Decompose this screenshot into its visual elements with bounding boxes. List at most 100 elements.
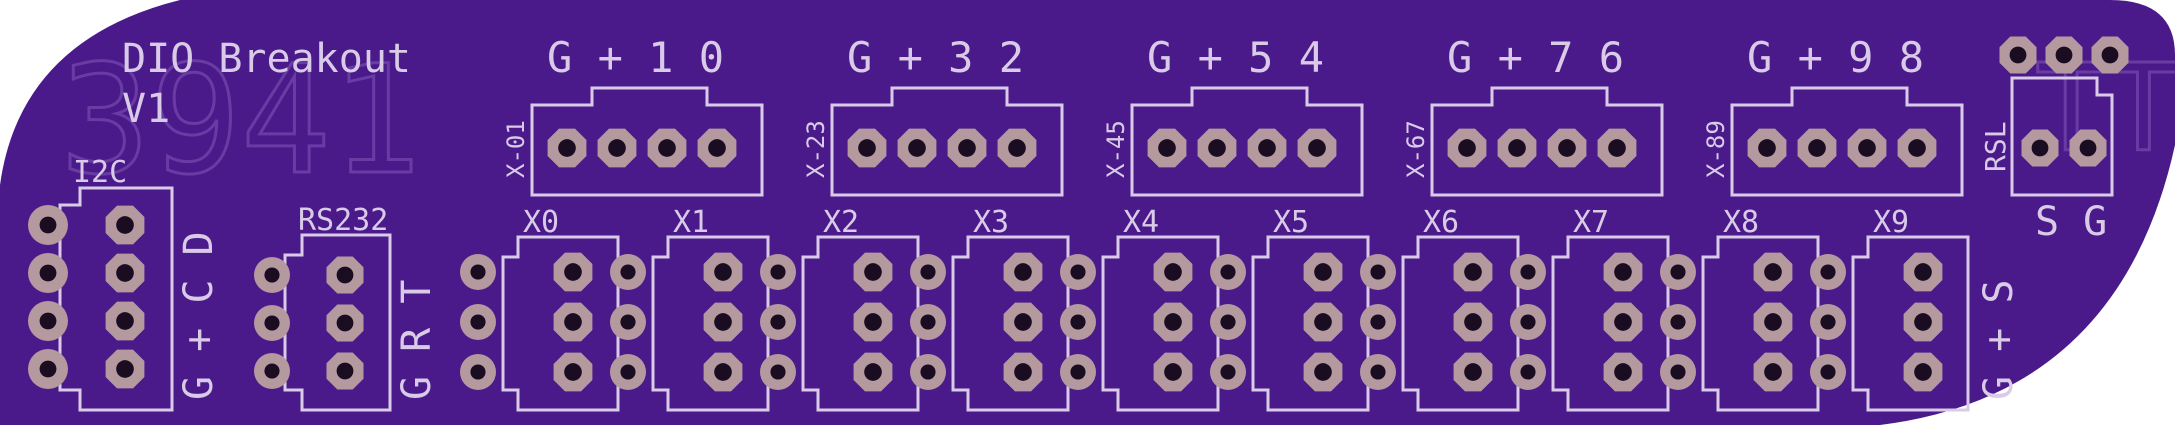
pad-drill — [39, 264, 57, 282]
pad — [610, 304, 646, 340]
channel-connector: X0 — [460, 205, 620, 412]
pad-drill — [1914, 263, 1932, 281]
pad — [597, 128, 637, 168]
pad — [703, 352, 743, 392]
pad-drill — [770, 314, 786, 330]
pad-drill — [1614, 363, 1632, 381]
channel-outline — [951, 235, 1070, 412]
pad — [697, 128, 737, 168]
pad-drill — [1070, 314, 1086, 330]
header-outline — [1730, 86, 1964, 197]
pad — [1847, 128, 1887, 168]
pad — [610, 354, 646, 390]
pad — [1903, 302, 1943, 342]
i2c-connector: I2C G + C D — [58, 155, 222, 412]
pad-drill — [1014, 363, 1032, 381]
pad-drill — [1670, 314, 1686, 330]
pad-drill — [864, 263, 882, 281]
pad — [947, 128, 987, 168]
pad — [326, 304, 364, 342]
pad — [1153, 302, 1193, 342]
header-4pin: G + 5 4X-45 — [1102, 33, 1364, 197]
pad — [897, 128, 937, 168]
header-outline — [530, 86, 764, 197]
pad — [105, 349, 145, 389]
pad — [1797, 128, 1837, 168]
header-4pin: G + 9 8X-89 — [1702, 33, 1964, 197]
pad — [1197, 128, 1237, 168]
header-4pin: G + 3 2X-23 — [802, 33, 1064, 197]
pad-drill — [1208, 139, 1226, 157]
pad — [1247, 128, 1287, 168]
pad-drill — [620, 264, 636, 280]
pad-drill — [1764, 363, 1782, 381]
pad — [1597, 128, 1637, 168]
pad — [703, 252, 743, 292]
pad — [1753, 352, 1793, 392]
channel-connector: X3 — [910, 205, 1070, 412]
pad — [553, 352, 593, 392]
pad-drill — [1558, 139, 1576, 157]
channel-label: X3 — [973, 205, 1009, 240]
pad-drill — [470, 364, 486, 380]
pad — [760, 254, 796, 290]
pad-drill — [1220, 264, 1236, 280]
channel-outline — [501, 235, 620, 412]
pad-drill — [1220, 364, 1236, 380]
pad-drill — [39, 312, 57, 330]
pad-drill — [1464, 263, 1482, 281]
pad — [2045, 36, 2083, 74]
pad-drill — [336, 362, 354, 380]
pad-drill — [714, 313, 732, 331]
channel-label: X9 — [1873, 205, 1909, 240]
pad — [853, 352, 893, 392]
pad-drill — [564, 263, 582, 281]
pad-drill — [39, 216, 57, 234]
pad-drill — [1458, 139, 1476, 157]
pad-drill — [1914, 363, 1932, 381]
pad — [1810, 254, 1846, 290]
rsl-connector: RSL S G — [1979, 76, 2114, 245]
pad-drill — [708, 139, 726, 157]
pad — [1453, 252, 1493, 292]
header-title: G + 9 8 — [1747, 33, 1924, 82]
pad-drill — [1370, 314, 1386, 330]
pad-drill — [1014, 263, 1032, 281]
pad — [1497, 128, 1537, 168]
pad-drill — [714, 363, 732, 381]
pad — [105, 253, 145, 293]
pad-drill — [1858, 139, 1876, 157]
pad — [1210, 354, 1246, 390]
pad-drill — [1758, 139, 1776, 157]
pad — [1999, 36, 2037, 74]
channel-label: X0 — [523, 205, 559, 240]
pad-drill — [336, 266, 354, 284]
rs232-connector: RS232 G R T — [283, 203, 440, 412]
pad-drill — [1820, 264, 1836, 280]
pwm-pin-labels: G + S — [1976, 280, 2022, 400]
pad-drill — [620, 314, 636, 330]
pad-drill — [2009, 46, 2027, 64]
pad-drill — [1070, 264, 1086, 280]
pad-drill — [2055, 46, 2073, 64]
i2c-pin-labels: G + C D — [176, 231, 222, 400]
rs232-pin-labels: G R T — [394, 280, 440, 400]
pad-drill — [1314, 263, 1332, 281]
rsl-outline — [2010, 76, 2114, 197]
pad-drill — [470, 264, 486, 280]
channel-connector: X9 — [1810, 205, 1970, 412]
watermark-text: 3941 — [60, 34, 421, 208]
pad-drill — [264, 267, 280, 283]
pad — [326, 352, 364, 390]
pad-drill — [1014, 313, 1032, 331]
pad-drill — [864, 313, 882, 331]
pad-drill — [1308, 139, 1326, 157]
pad — [1360, 304, 1396, 340]
pad-drill — [958, 139, 976, 157]
pad — [853, 302, 893, 342]
pad-drill — [264, 363, 280, 379]
header-side-label: X-45 — [1102, 120, 1130, 178]
pad-drill — [2079, 139, 2097, 157]
pad-drill — [1464, 363, 1482, 381]
